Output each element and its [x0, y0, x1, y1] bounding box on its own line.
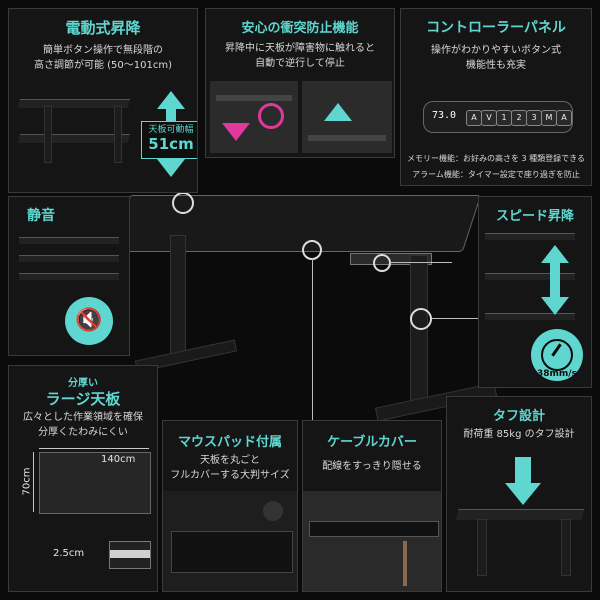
panel-text: 昇降中に天板が障害物に触れると [225, 43, 375, 54]
controller-button[interactable]: 2 [511, 110, 527, 126]
panel-text: 簡単ボタン操作で無段階の [43, 45, 163, 56]
panel-cable-cover: ケーブルカバー 配線をすっきり隠せる [302, 420, 442, 592]
desk-illustration [18, 94, 130, 164]
alarm-feature-text: アラーム機能：タイマー設定で座り過ぎを防止 [412, 170, 580, 179]
panel-title: ケーブルカバー [327, 435, 417, 450]
main-desk [110, 185, 498, 425]
panel-title: スピード昇降 [495, 209, 574, 224]
panel-silent: 静音 🔇 [8, 196, 130, 356]
desk-layers-illustration [485, 233, 575, 333]
range-badge-value: 51cm [148, 135, 194, 153]
panel-subtitle: 分厚い [68, 378, 98, 389]
callout-circle-leg [410, 308, 432, 330]
arrow-down-icon [222, 123, 250, 141]
panel-title: マウスパッド付属 [177, 435, 282, 450]
desk-top-surface [110, 195, 482, 252]
controller-device: 73.0 A V 1 2 3 M A [423, 101, 573, 133]
arrow-up-icon [157, 91, 185, 109]
panel-text: 操作がわかりやすいボタン式 [431, 45, 561, 56]
controller-button[interactable]: 1 [496, 110, 512, 126]
speed-value: 38mm/s [537, 369, 577, 379]
connector-line [390, 262, 452, 263]
controller-button[interactable]: A [556, 110, 572, 126]
controller-button[interactable]: V [481, 110, 497, 126]
controller-button[interactable]: A [466, 110, 482, 126]
arrow-up-icon [324, 103, 352, 121]
panel-text: 分厚くたわみにくい [38, 427, 128, 438]
panel-mousepad: マウスパッド付属 天板を丸ごと フルカバーする大判サイズ [162, 420, 298, 592]
memory-feature-text: メモリー機能：お好みの高さを 3 種類登録できる [406, 154, 585, 163]
panel-text: 高さ調節が可能 (50〜101cm) [33, 60, 173, 71]
panel-text: 天板を丸ごと [200, 455, 260, 466]
panel-text: フルカバーする大判サイズ [170, 470, 290, 481]
height-display: 73.0 [432, 110, 457, 121]
arrow-down-icon [505, 483, 541, 505]
range-badge-label: 天板可動幅 [148, 125, 194, 135]
callout-circle-mousepad [302, 240, 322, 260]
panel-anti-collision: 安心の衝突防止機能 昇降中に天板が障害物に触れると 自動で逆行して停止 [205, 8, 395, 158]
arrow-up-icon [541, 245, 569, 263]
stop-ring-icon [258, 103, 284, 129]
collision-photo-left [210, 81, 298, 153]
arrow-down-icon [541, 297, 569, 315]
arrow-shaft [515, 457, 531, 485]
panel-text: 配線をすっきり隠せる [322, 461, 422, 472]
panel-text: 自動で逆行して停止 [255, 58, 345, 69]
controller-button[interactable]: 3 [526, 110, 542, 126]
width-label: 140cm [101, 454, 136, 465]
connector-line [432, 318, 478, 319]
arrow-down-icon [157, 159, 185, 177]
panel-title: 静音 [27, 208, 55, 224]
table-top-diagram [39, 452, 151, 514]
panel-speed: スピード昇降 38mm/s [478, 196, 592, 388]
cable-cover-photo [303, 491, 441, 591]
panel-electric-lift: 電動式昇降 簡単ボタン操作で無段階の 高さ調節が可能 (50〜101cm) 天板… [8, 8, 198, 193]
panel-controller: コントローラーパネル 操作がわかりやすいボタン式 機能性も充実 73.0 A V… [400, 8, 592, 186]
panel-title: 安心の衝突防止機能 [241, 21, 359, 36]
arrow-shaft [550, 263, 560, 297]
panel-text: 広々とした作業領域を確保 [23, 412, 143, 423]
width-measure-line [39, 448, 149, 449]
connector-line [312, 258, 313, 420]
panel-title: ラージ天板 [45, 390, 121, 408]
thickness-label: 2.5cm [53, 548, 85, 559]
speedometer-icon [531, 329, 583, 381]
collision-photo-right [302, 81, 392, 153]
panel-tough: タフ設計 耐荷重 85kg のタフ設計 [446, 396, 592, 592]
panel-title: コントローラーパネル [426, 20, 566, 36]
mute-icon: 🔇 [65, 297, 113, 345]
left-leg [170, 235, 186, 357]
mousepad-photo [163, 491, 297, 591]
desk-layers-illustration [19, 237, 119, 297]
desk-illustration [455, 509, 585, 579]
controller-button[interactable]: M [541, 110, 557, 126]
panel-title: 電動式昇降 [65, 19, 141, 37]
range-badge: 天板可動幅 51cm [141, 121, 197, 159]
thickness-closeup [109, 541, 151, 569]
depth-measure-line [33, 452, 34, 512]
panel-large-top: 分厚い ラージ天板 広々とした作業領域を確保 分厚くたわみにくい 140cm 7… [8, 365, 158, 592]
panel-text: 耐荷重 85kg のタフ設計 [463, 429, 575, 440]
panel-title: タフ設計 [492, 409, 545, 424]
callout-circle-controller [373, 254, 391, 272]
right-leg [410, 255, 428, 407]
panel-text: 機能性も充実 [466, 60, 526, 71]
depth-label: 70cm [21, 467, 33, 496]
callout-circle-anti [172, 192, 194, 214]
